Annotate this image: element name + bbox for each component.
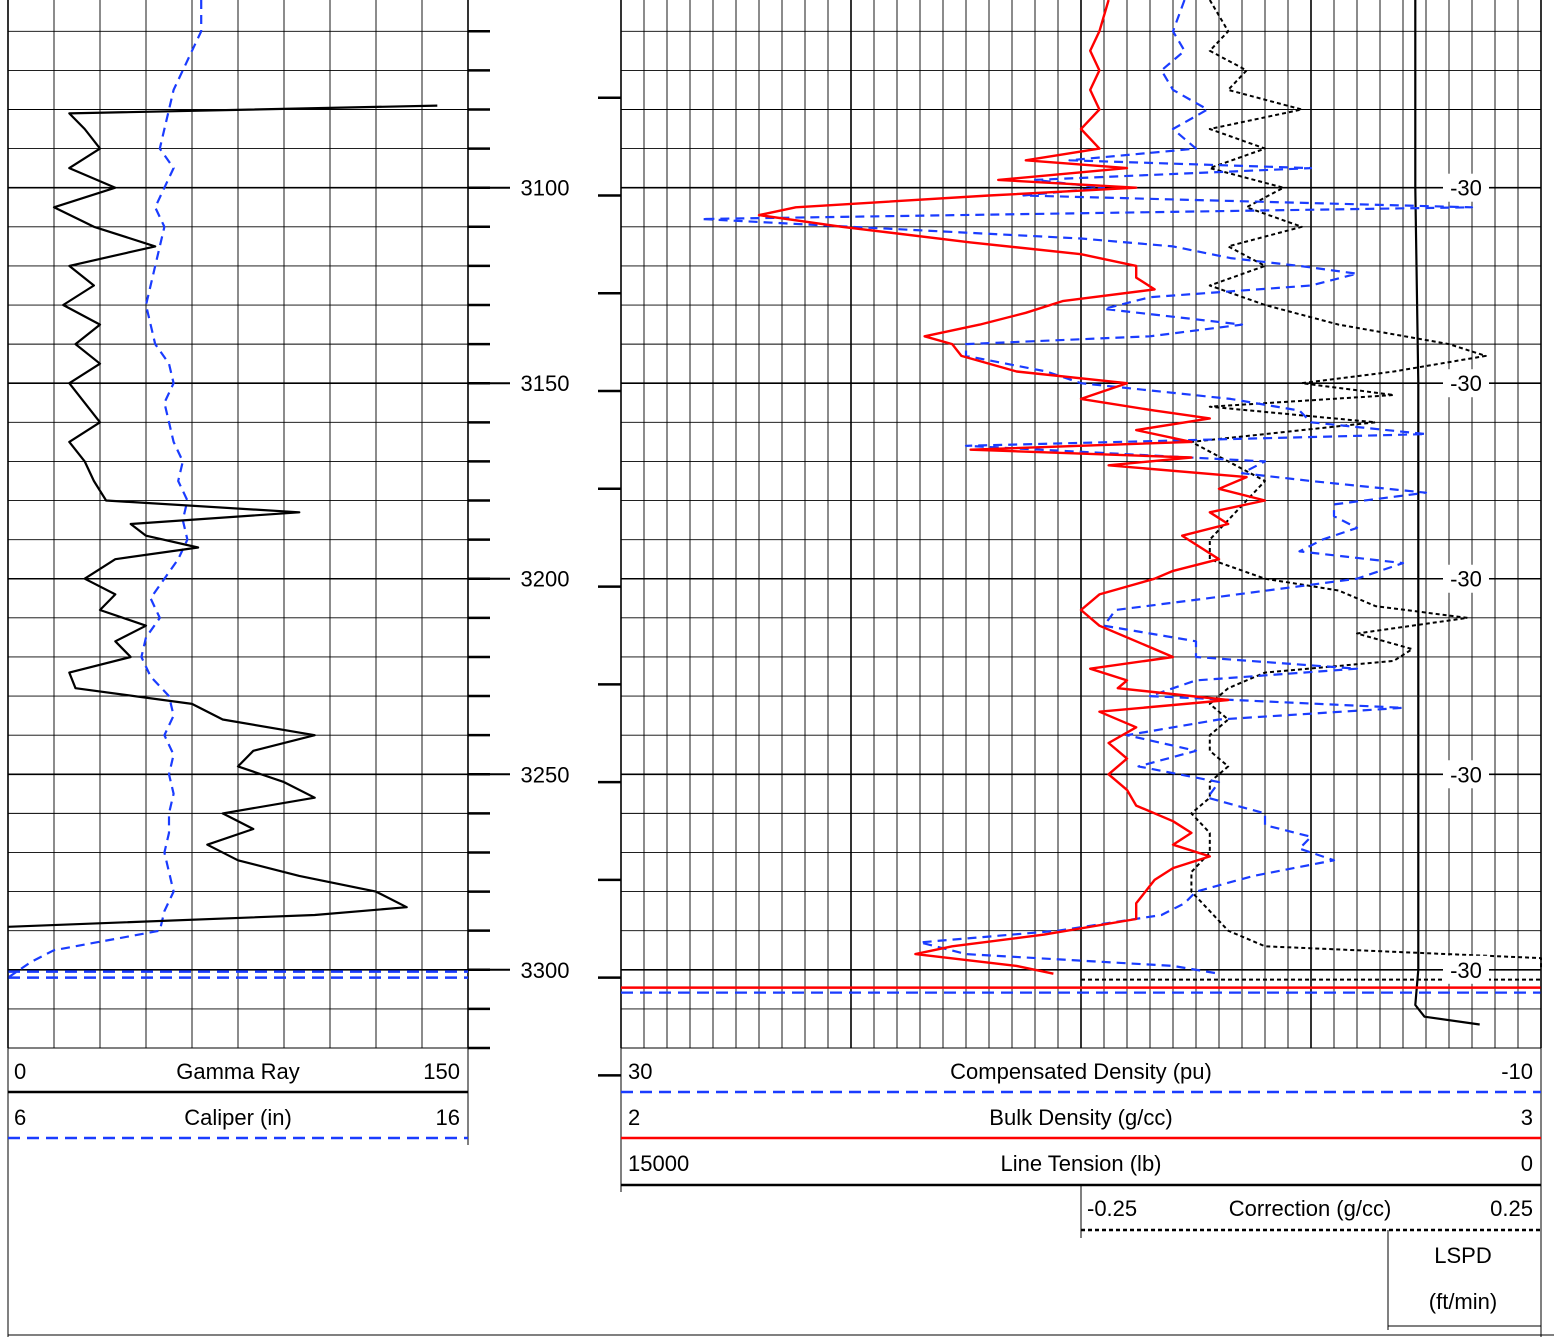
lspd-label-bg xyxy=(1443,564,1489,593)
lspd-scale-label: -30 xyxy=(1450,762,1482,787)
gamma-ray-curve xyxy=(7,104,438,928)
depth-label: 3150 xyxy=(521,371,570,396)
bulk-density-min: 2 xyxy=(628,1105,640,1130)
gamma-ray-min: 0 xyxy=(14,1059,26,1084)
correction-label: Correction (g/cc) xyxy=(1229,1196,1392,1221)
correction-max: 0.25 xyxy=(1490,1196,1533,1221)
track1-grid xyxy=(7,0,469,1049)
track1-header: 0 Gamma Ray 150 6 Caliper (in) 16 xyxy=(8,1047,469,1145)
lspd-scale-label: -30 xyxy=(1450,958,1482,983)
curves xyxy=(7,0,1542,1026)
lspd-scale-label: -30 xyxy=(1450,371,1482,396)
bulk-density-max: 3 xyxy=(1521,1105,1533,1130)
comp-density-curve xyxy=(700,0,1474,975)
depth-label: 3200 xyxy=(521,567,570,592)
lspd-scale-label: -30 xyxy=(1450,176,1482,201)
caliper-curve xyxy=(7,0,203,979)
track2-header: 30 Compensated Density (pu) -10 2 Bulk D… xyxy=(620,1047,1541,1330)
lspd-unit: (ft/min) xyxy=(1429,1289,1497,1314)
line-tension-min: 15000 xyxy=(628,1151,689,1176)
lspd-scale-labels: -30 -30 -30 -30 -30 xyxy=(1443,173,1489,984)
caliper-max: 16 xyxy=(436,1105,460,1130)
correction-min: -0.25 xyxy=(1087,1196,1137,1221)
gamma-ray-label: Gamma Ray xyxy=(176,1059,299,1084)
lspd-label: LSPD xyxy=(1434,1243,1491,1268)
line-tension-curve xyxy=(1414,0,1480,1026)
lspd-label-bg xyxy=(1443,369,1489,398)
comp-density-max: -10 xyxy=(1501,1059,1533,1084)
bulk-density-curve xyxy=(757,0,1267,975)
depth-label: 3250 xyxy=(521,762,570,787)
correction-curve xyxy=(1190,0,1542,970)
lspd-label-bg xyxy=(1443,173,1489,202)
caliper-label: Caliper (in) xyxy=(184,1105,292,1130)
depth-track: 3100 3150 3200 3250 3300 xyxy=(468,30,621,1077)
track2-grid xyxy=(620,0,1542,1049)
comp-density-min: 30 xyxy=(628,1059,652,1084)
comp-density-label: Compensated Density (pu) xyxy=(950,1059,1212,1084)
bulk-density-label: Bulk Density (g/cc) xyxy=(989,1105,1172,1130)
lspd-label-bg xyxy=(1443,760,1489,789)
line-tension-max: 0 xyxy=(1521,1151,1533,1176)
depth-label: 3100 xyxy=(521,176,570,201)
line-tension-label: Line Tension (lb) xyxy=(1000,1151,1161,1176)
caliper-min: 6 xyxy=(14,1105,26,1130)
depth-label: 3300 xyxy=(521,958,570,983)
gamma-ray-max: 150 xyxy=(423,1059,460,1084)
lspd-label-bg xyxy=(1443,955,1489,984)
lspd-scale-label: -30 xyxy=(1450,567,1482,592)
